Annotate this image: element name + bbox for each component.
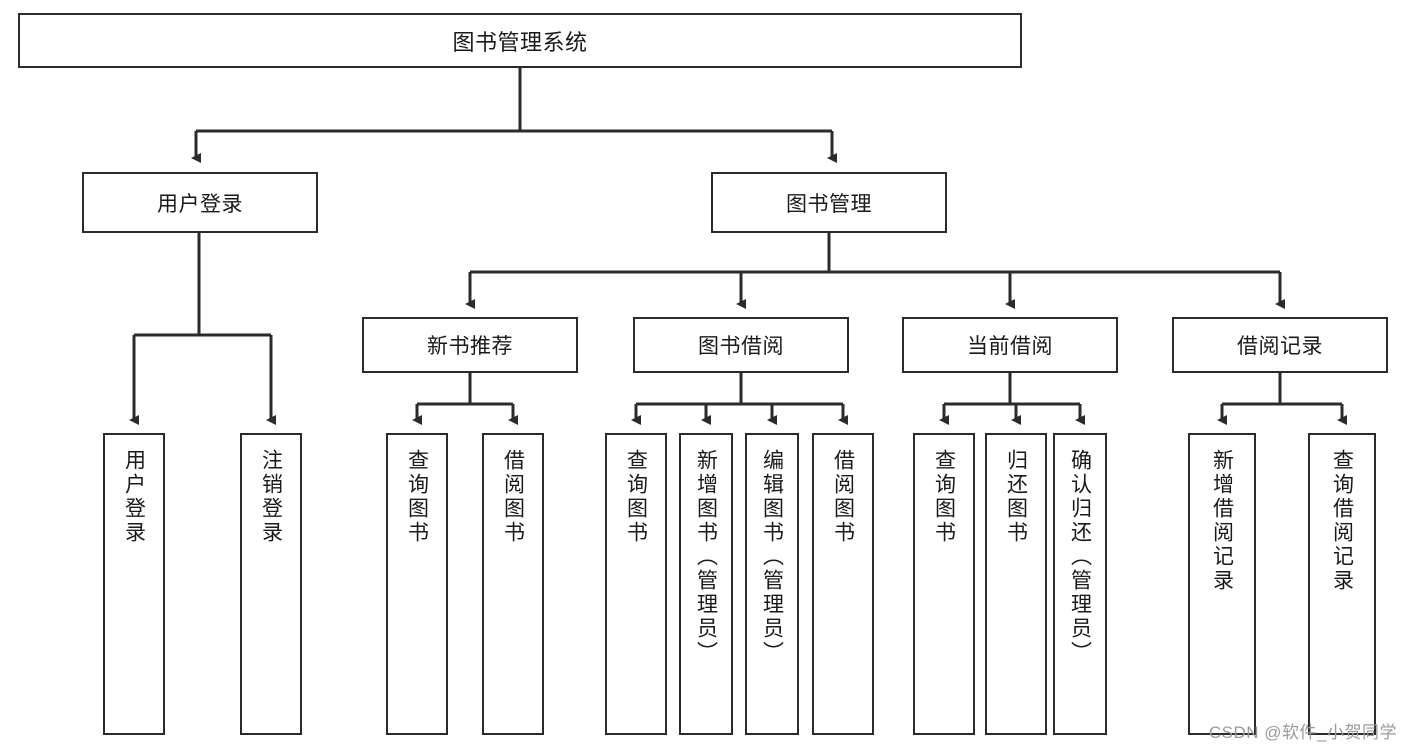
node-leaf-borrow-book-1-label: 借阅图书 <box>501 449 525 545</box>
node-leaf-confirm-return-label: 确认归还（管理员） <box>1068 449 1092 665</box>
node-current-borrow[interactable]: 当前借阅 <box>902 317 1118 373</box>
node-new-book-rec[interactable]: 新书推荐 <box>362 317 578 373</box>
node-leaf-add-book-label: 新增图书（管理员） <box>694 449 718 665</box>
node-leaf-borrow-book-2-label: 借阅图书 <box>831 449 855 545</box>
node-leaf-query-record-label: 查询借阅记录 <box>1330 449 1354 593</box>
node-user-login[interactable]: 用户登录 <box>82 172 318 233</box>
node-book-manage-label: 图书管理 <box>786 192 872 216</box>
node-leaf-query-book-3[interactable]: 查询图书 <box>913 433 975 735</box>
node-current-borrow-label: 当前借阅 <box>967 335 1053 358</box>
node-leaf-return-book[interactable]: 归还图书 <box>985 433 1047 735</box>
node-leaf-add-record-label: 新增借阅记录 <box>1210 449 1234 593</box>
node-leaf-logout-login[interactable]: 注销登录 <box>240 433 302 735</box>
node-borrow-record-label: 借阅记录 <box>1237 335 1323 358</box>
node-leaf-edit-book-label: 编辑图书（管理员） <box>760 449 784 665</box>
node-leaf-query-book-2-label: 查询图书 <box>624 449 648 545</box>
node-leaf-add-book[interactable]: 新增图书（管理员） <box>679 433 733 735</box>
node-root[interactable]: 图书管理系统 <box>18 13 1022 68</box>
node-book-borrow-label: 图书借阅 <box>698 335 784 358</box>
node-leaf-edit-book[interactable]: 编辑图书（管理员） <box>745 433 799 735</box>
node-leaf-query-book-2[interactable]: 查询图书 <box>605 433 667 735</box>
node-leaf-borrow-book-2[interactable]: 借阅图书 <box>812 433 874 735</box>
node-borrow-record[interactable]: 借阅记录 <box>1172 317 1388 373</box>
node-user-login-label: 用户登录 <box>157 192 243 216</box>
node-leaf-logout-login-label: 注销登录 <box>259 449 283 545</box>
node-leaf-user-login[interactable]: 用户登录 <box>103 433 165 735</box>
node-leaf-query-book-3-label: 查询图书 <box>932 449 956 545</box>
node-leaf-query-record[interactable]: 查询借阅记录 <box>1308 433 1376 735</box>
node-book-borrow[interactable]: 图书借阅 <box>633 317 849 373</box>
node-leaf-return-book-label: 归还图书 <box>1004 449 1028 545</box>
watermark: CSDN @软件_小贺同学 <box>1208 723 1397 742</box>
node-book-manage[interactable]: 图书管理 <box>711 172 947 233</box>
node-root-label: 图书管理系统 <box>452 29 588 55</box>
node-leaf-confirm-return[interactable]: 确认归还（管理员） <box>1053 433 1107 735</box>
node-leaf-add-record[interactable]: 新增借阅记录 <box>1188 433 1256 735</box>
node-leaf-borrow-book-1[interactable]: 借阅图书 <box>482 433 544 735</box>
node-leaf-user-login-label: 用户登录 <box>122 449 146 545</box>
node-new-book-rec-label: 新书推荐 <box>427 335 513 358</box>
node-leaf-query-book-1[interactable]: 查询图书 <box>386 433 448 735</box>
node-leaf-query-book-1-label: 查询图书 <box>405 449 429 545</box>
